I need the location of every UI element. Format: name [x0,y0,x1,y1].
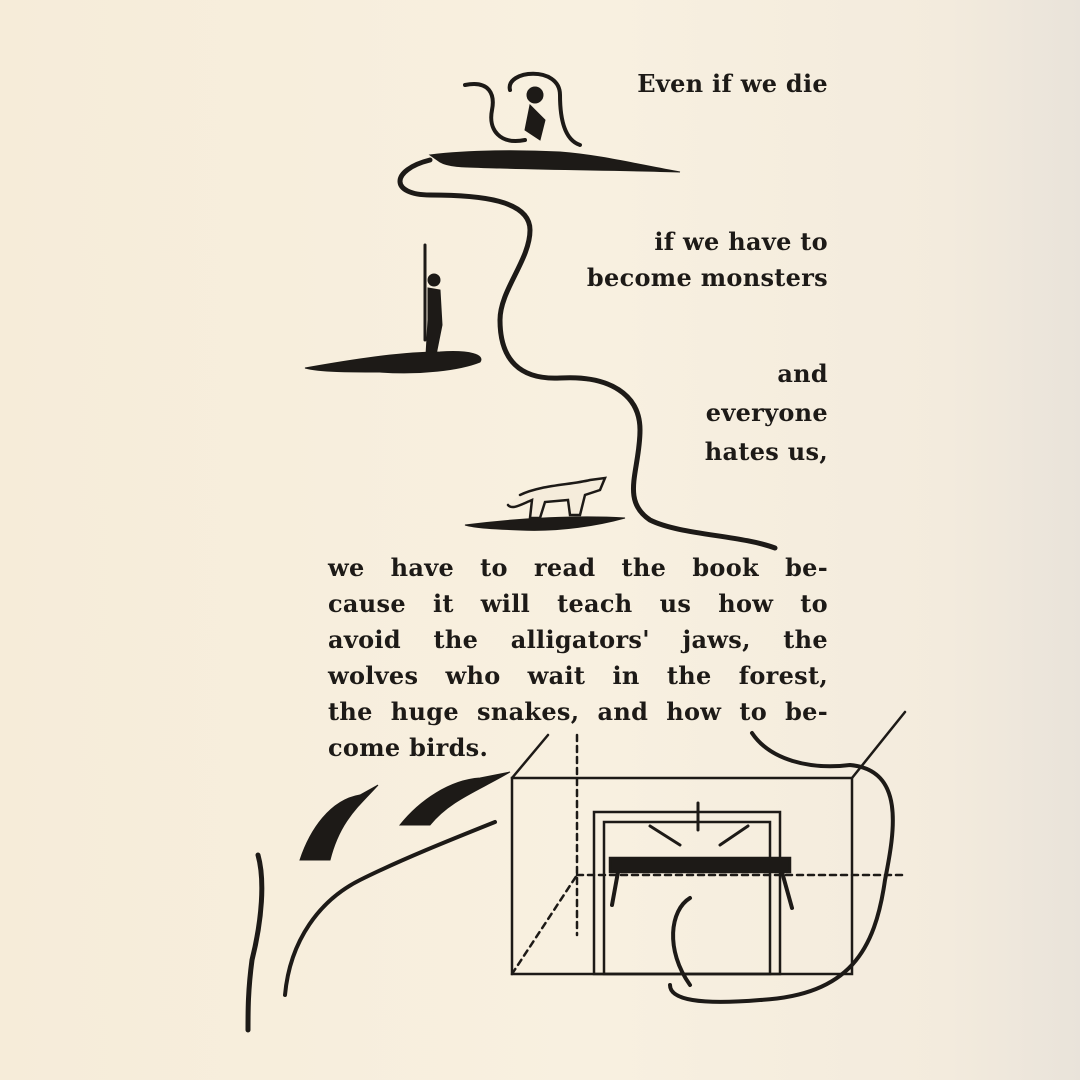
birds-lizard [245,771,511,1033]
body-paragraph: we have to read the book be- cause it wi… [328,550,828,766]
verse-line: everyone [705,398,828,427]
verse-3: and everyone hates us, [705,354,828,471]
verse-2: if we have to become monsters [587,224,828,296]
paragraph-line: cause it will teach us how to [328,589,828,618]
paragraph-line: the huge snakes, and how to be- [328,697,828,726]
wolf-on-alligator [464,476,626,531]
snake-path [397,157,778,551]
paragraph-line: we have to read the book be- [328,553,828,582]
paragraph-line: avoid the alligators' jaws, the [328,625,828,654]
verse-1: Even if we die [637,66,828,102]
verse-line: if we have to [654,227,828,256]
figure-torch [304,243,482,374]
verse-line: and [777,359,828,388]
paragraph-line: wolves who wait in the forest, [328,661,828,690]
paragraph-line: come birds. [328,733,489,762]
verse-line: Even if we die [637,69,828,98]
box-with-figure [510,710,907,1004]
figure-snake-top [428,71,681,173]
verse-line: become monsters [586,263,828,292]
verse-line: hates us, [704,437,828,466]
